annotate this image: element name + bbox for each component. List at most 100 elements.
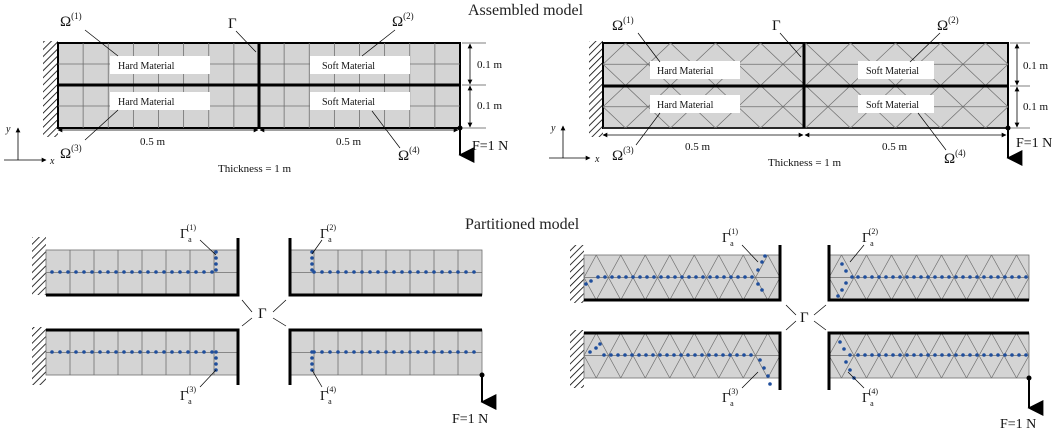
tri-edge xyxy=(644,355,658,379)
interface-nodes-4 xyxy=(310,350,476,372)
interface-node xyxy=(408,350,412,354)
interface-node xyxy=(310,256,314,260)
tri-edge xyxy=(827,106,851,129)
tri-edge xyxy=(841,332,855,356)
interface-node xyxy=(1017,275,1021,279)
assembled-model-title: Assembled model xyxy=(468,2,584,19)
interface-node xyxy=(464,270,468,274)
interface-node xyxy=(352,350,356,354)
tri-edge xyxy=(608,355,622,379)
tri-edge xyxy=(916,277,930,301)
tri-edge xyxy=(583,355,597,379)
tri-edge xyxy=(828,254,842,278)
tri-edge xyxy=(903,332,917,356)
tri-edge xyxy=(602,63,626,86)
interface-node xyxy=(644,353,648,357)
interface-node xyxy=(424,350,428,354)
interface-node xyxy=(863,353,867,357)
tri-edge xyxy=(866,254,880,278)
interface-node xyxy=(686,353,690,357)
interface-node xyxy=(186,350,190,354)
tri-gamma-a-1-label: Γa(1) xyxy=(722,227,738,248)
tri-edge xyxy=(853,254,867,278)
tri-edge xyxy=(625,106,649,129)
interface-node xyxy=(722,275,726,279)
tri-edge xyxy=(978,277,992,301)
interface-node xyxy=(844,269,848,273)
interface-node xyxy=(336,350,340,354)
interface-node xyxy=(178,270,182,274)
interface-node xyxy=(693,353,697,357)
hard-material-label-3: Hard Material xyxy=(657,66,714,77)
tri-edge xyxy=(715,42,739,65)
tri-edge xyxy=(878,355,892,379)
interface-node xyxy=(1024,275,1028,279)
interface-node xyxy=(680,275,684,279)
tri-gamma-a-3-leader xyxy=(741,371,759,389)
tri-edge xyxy=(767,277,781,301)
tri-edge xyxy=(657,254,671,278)
tri-edge xyxy=(962,106,986,129)
interface-node xyxy=(594,346,598,350)
tri-edge xyxy=(991,254,1005,278)
omega-1-label-tri: Ω(1) xyxy=(612,15,634,34)
load-label: F=1 N xyxy=(472,139,508,154)
gamma-a-4-label: Γa(4) xyxy=(320,385,336,406)
tri-edge xyxy=(891,332,905,356)
tri-edge xyxy=(669,254,683,278)
tri-edge xyxy=(737,85,761,108)
interface-node xyxy=(652,275,656,279)
interface-node xyxy=(708,275,712,279)
interface-node xyxy=(707,353,711,357)
interface-node xyxy=(328,350,332,354)
tri-edge xyxy=(755,254,769,278)
tri-edge xyxy=(620,355,634,379)
tri-edge xyxy=(953,332,967,356)
interface-node xyxy=(891,275,895,279)
tri-edge xyxy=(928,332,942,356)
tri-edge xyxy=(742,254,756,278)
interface-node xyxy=(968,353,972,357)
tri-edge xyxy=(1003,277,1017,301)
interface-nodes-3 xyxy=(50,350,218,372)
interface-node xyxy=(464,350,468,354)
hard-material-box-4 xyxy=(650,95,740,113)
interface-node xyxy=(472,270,476,274)
interface-node xyxy=(194,270,198,274)
tri-subdomain-4-mesh xyxy=(828,332,1030,379)
interface-node xyxy=(736,275,740,279)
interface-node xyxy=(919,353,923,357)
interface-node xyxy=(424,270,428,274)
tri-edge xyxy=(767,332,781,356)
tri-edge xyxy=(760,42,784,65)
tri-edge xyxy=(805,106,829,129)
interface-node xyxy=(360,350,364,354)
tri-edge xyxy=(620,254,634,278)
interface-node xyxy=(384,270,388,274)
interface-node xyxy=(1003,353,1007,357)
interface-node xyxy=(729,275,733,279)
interface-node xyxy=(856,275,860,279)
tri-subdomain-1-edge xyxy=(584,245,782,302)
y-axis-label-tri: y xyxy=(550,123,556,134)
tri-edge xyxy=(1016,277,1030,301)
tri-edge xyxy=(941,332,955,356)
tri-edge xyxy=(928,277,942,301)
tri-edge xyxy=(760,106,784,129)
gamma-leader-p4 xyxy=(272,317,287,327)
interface-node xyxy=(989,275,993,279)
tri-edge xyxy=(608,254,622,278)
tri-interface-nodes-2 xyxy=(836,262,1028,298)
interface-node xyxy=(392,350,396,354)
interface-node xyxy=(432,350,436,354)
interface-node xyxy=(701,275,705,279)
tri-gamma-a-4-leader xyxy=(847,371,865,389)
interface-node xyxy=(961,275,965,279)
tri-edge xyxy=(895,42,919,65)
tri-edge xyxy=(760,85,784,108)
interface-node xyxy=(838,340,842,344)
tri-edge xyxy=(941,254,955,278)
interface-node xyxy=(352,270,356,274)
tri-edge xyxy=(782,85,806,108)
gamma-label-partitioned: Γ xyxy=(258,306,267,322)
